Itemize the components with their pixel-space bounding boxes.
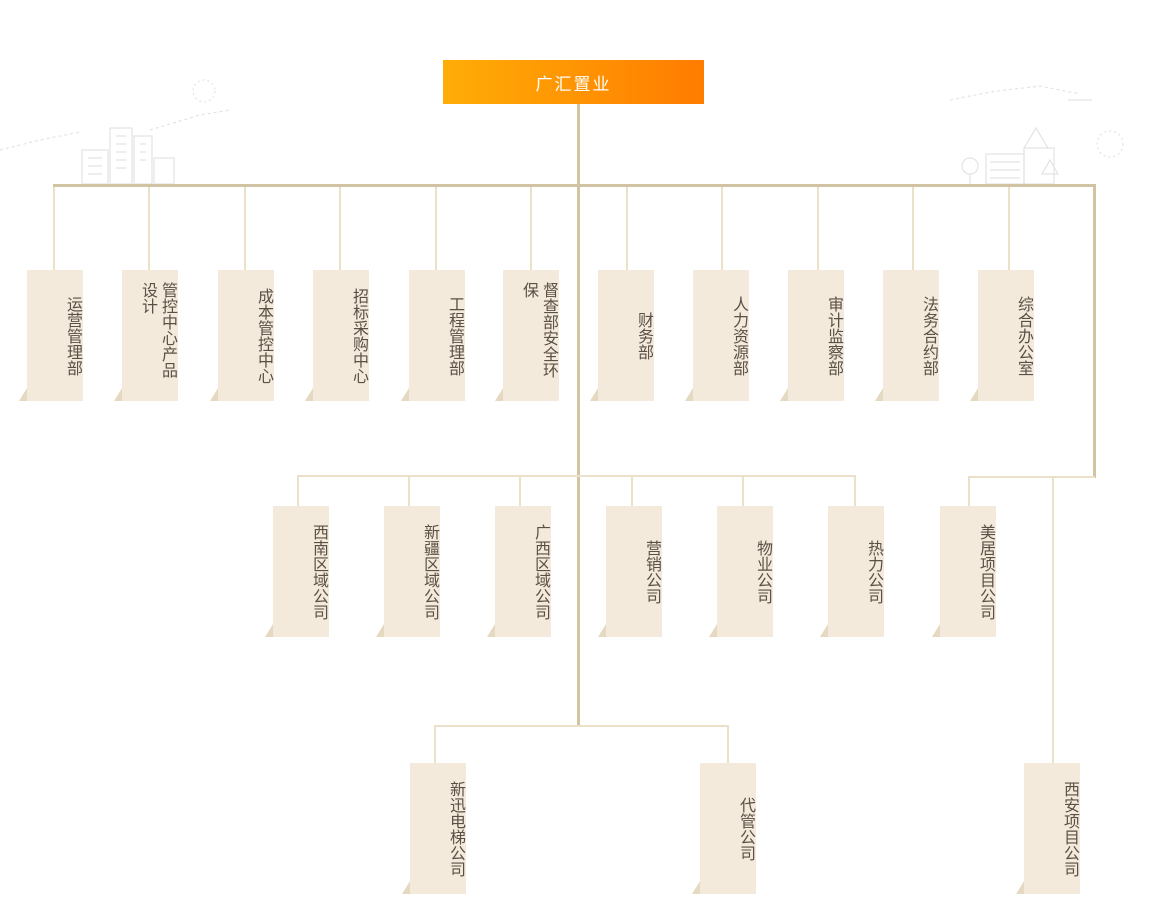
connector bbox=[631, 475, 633, 506]
company-label: 营销公司 bbox=[643, 539, 662, 604]
company-label: 西南区域公司 bbox=[310, 523, 329, 620]
connector bbox=[854, 475, 856, 506]
connector bbox=[968, 476, 970, 506]
dept-label: 财务部 bbox=[635, 311, 654, 360]
dept-node: 管控中心产品设计 bbox=[114, 270, 178, 401]
connector bbox=[408, 475, 410, 506]
connector bbox=[244, 187, 246, 270]
connector bbox=[727, 725, 729, 763]
dept-node: 运营管理部 bbox=[19, 270, 83, 401]
connector bbox=[1052, 476, 1054, 763]
connector bbox=[626, 187, 628, 270]
connector bbox=[434, 725, 729, 727]
dept-node: 审计监察部 bbox=[780, 270, 844, 401]
connector bbox=[435, 187, 437, 270]
connector bbox=[742, 475, 744, 506]
company-label: 物业公司 bbox=[754, 539, 773, 604]
company-node: 物业公司 bbox=[709, 506, 773, 637]
dept-label: 招标采购中心 bbox=[350, 287, 369, 384]
connector bbox=[968, 476, 1095, 478]
dept-label: 工程管理部 bbox=[446, 295, 465, 376]
company-node: 西安项目公司 bbox=[1016, 763, 1080, 894]
city-skyline-icon bbox=[0, 79, 231, 185]
company-label: 西安项目公司 bbox=[1061, 780, 1080, 877]
company-node: 热力公司 bbox=[820, 506, 884, 637]
dept-node: 成本管控中心 bbox=[210, 270, 274, 401]
connector bbox=[1008, 187, 1010, 270]
dept-node: 督查部安全环保 bbox=[495, 270, 559, 401]
dept-label: 人力资源部 bbox=[730, 295, 749, 376]
dept-label: 审计监察部 bbox=[825, 295, 844, 376]
dept-label: 督查部安全环保 bbox=[520, 282, 559, 378]
dept-node: 人力资源部 bbox=[685, 270, 749, 401]
company-node: 广西区域公司 bbox=[487, 506, 551, 637]
root-label: 广汇置业 bbox=[535, 74, 612, 95]
connector bbox=[53, 184, 1096, 187]
connector bbox=[148, 187, 150, 270]
dept-label: 成本管控中心 bbox=[255, 287, 274, 384]
connector bbox=[530, 187, 532, 270]
connector bbox=[434, 725, 436, 763]
company-node: 营销公司 bbox=[598, 506, 662, 637]
dept-node: 工程管理部 bbox=[401, 270, 465, 401]
root-node: 广汇置业 bbox=[443, 60, 704, 104]
connector bbox=[721, 187, 723, 270]
company-label: 美居项目公司 bbox=[977, 523, 996, 620]
connector bbox=[577, 104, 580, 726]
company-node: 美居项目公司 bbox=[932, 506, 996, 637]
dept-label: 管控中心产品设计 bbox=[139, 282, 178, 378]
connector bbox=[519, 475, 521, 506]
company-label: 热力公司 bbox=[865, 539, 884, 604]
connector bbox=[817, 187, 819, 270]
dept-node: 综合办公室 bbox=[970, 270, 1034, 401]
company-label: 新疆区域公司 bbox=[421, 523, 440, 620]
connector bbox=[912, 187, 914, 270]
dept-label: 综合办公室 bbox=[1015, 295, 1034, 376]
dept-node: 法务合约部 bbox=[875, 270, 939, 401]
connector bbox=[339, 187, 341, 270]
company-node: 新迅电梯公司 bbox=[402, 763, 466, 894]
company-label: 广西区域公司 bbox=[532, 523, 551, 620]
dept-node: 招标采购中心 bbox=[305, 270, 369, 401]
company-node: 代管公司 bbox=[692, 763, 756, 894]
company-node: 新疆区域公司 bbox=[376, 506, 440, 637]
dept-label: 法务合约部 bbox=[920, 295, 939, 376]
dept-label: 运营管理部 bbox=[64, 295, 83, 376]
company-label: 代管公司 bbox=[737, 796, 756, 861]
company-node: 西南区域公司 bbox=[265, 506, 329, 637]
dept-node: 财务部 bbox=[590, 270, 654, 401]
connector bbox=[1093, 184, 1096, 478]
connector bbox=[297, 475, 299, 506]
connector bbox=[297, 475, 856, 477]
house-skyline-icon bbox=[949, 85, 1124, 185]
company-label: 新迅电梯公司 bbox=[447, 780, 466, 877]
connector bbox=[53, 187, 55, 270]
